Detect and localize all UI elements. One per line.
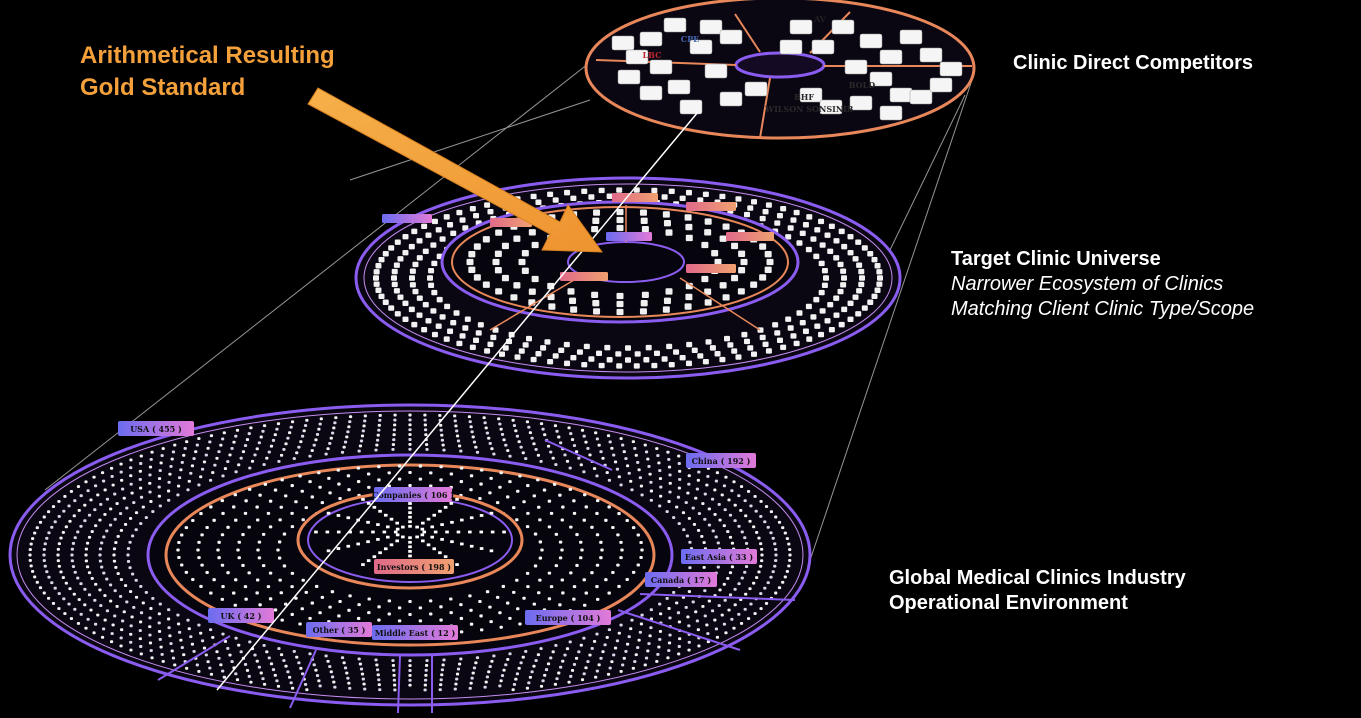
global-industry-diagram bbox=[8, 403, 812, 714]
global-outer-ring-dots bbox=[28, 413, 792, 692]
target-universe-diagram bbox=[354, 176, 902, 380]
region-tag-label: China ( 192 ) bbox=[692, 456, 751, 466]
gold-standard-line2: Gold Standard bbox=[80, 74, 246, 101]
perspective-lines bbox=[44, 59, 973, 591]
group-tag-label: Companies ( 106 ) bbox=[372, 490, 454, 500]
competitor-logo-label: AV bbox=[813, 14, 827, 24]
region-tag: Canada ( 17 ) bbox=[645, 572, 717, 587]
region-tag: UK ( 42 ) bbox=[208, 608, 274, 623]
region-tag-label: USA ( 455 ) bbox=[130, 424, 182, 434]
region-tag-label: UK ( 42 ) bbox=[221, 611, 262, 621]
region-tag: Europe ( 104 ) bbox=[525, 610, 611, 625]
global-industry-title-1: Global Medical Clinics Industry bbox=[889, 567, 1186, 589]
competitor-logo-label: CPE bbox=[681, 34, 699, 44]
direct-competitors-title: Clinic Direct Competitors bbox=[1013, 52, 1254, 74]
region-tag-label: Canada ( 17 ) bbox=[651, 575, 712, 585]
group-tag-label: Investors ( 198 ) bbox=[377, 562, 451, 572]
region-tag: USA ( 455 ) bbox=[118, 421, 194, 436]
segment-tag bbox=[382, 214, 432, 223]
gold-standard-line bbox=[216, 111, 699, 691]
region-tag-label: Other ( 35 ) bbox=[313, 625, 366, 635]
segment-tag bbox=[560, 272, 608, 281]
region-tag-label: Middle East ( 12 ) bbox=[375, 628, 456, 638]
region-tag: Middle East ( 12 ) bbox=[372, 625, 458, 640]
gold-standard-caption: Arithmetical Resulting Gold Standard bbox=[80, 40, 335, 104]
segment-tag bbox=[490, 218, 532, 227]
target-outer-ring-logos bbox=[373, 187, 883, 369]
segment-tag bbox=[686, 264, 736, 273]
region-tag-label: Europe ( 104 ) bbox=[536, 613, 601, 623]
target-universe-subtitle-2: Matching Client Clinic Type/Scope bbox=[951, 298, 1255, 320]
target-inner-ring-logos bbox=[466, 208, 774, 316]
competitor-logo-label: B bbox=[847, 104, 854, 114]
region-tag-label: East Asia ( 33 ) bbox=[685, 552, 753, 562]
group-tag: Companies ( 106 ) bbox=[372, 487, 454, 502]
competitor-logo-label: LBC bbox=[643, 50, 662, 60]
target-universe-subtitle-1: Narrower Ecosystem of Clinics bbox=[951, 273, 1224, 295]
segment-tag bbox=[686, 202, 736, 211]
competitor-logo-label: BHF bbox=[794, 92, 814, 102]
region-tag: Other ( 35 ) bbox=[306, 622, 372, 637]
region-tag: East Asia ( 33 ) bbox=[681, 549, 757, 564]
segment-tag bbox=[726, 232, 774, 241]
global-industry-title-2: Operational Environment bbox=[889, 592, 1128, 614]
region-tags: USA ( 455 ) China ( 192 ) East Asia ( 33 )… bbox=[118, 193, 774, 640]
target-universe-title: Target Clinic Universe bbox=[951, 248, 1161, 270]
competitor-logo-label: BOLD bbox=[849, 80, 876, 90]
segment-tag bbox=[612, 193, 658, 202]
gold-standard-line1: Arithmetical Resulting bbox=[80, 42, 335, 69]
global-industry-caption: Global Medical Clinics Industry Operatio… bbox=[889, 566, 1186, 616]
region-tag: China ( 192 ) bbox=[686, 453, 756, 468]
group-tag: Investors ( 198 ) bbox=[374, 559, 454, 574]
competitor-logo-label: WILSON SONSINI bbox=[764, 104, 847, 114]
target-universe-caption: Target Clinic Universe Narrower Ecosyste… bbox=[951, 247, 1254, 322]
segment-tag bbox=[606, 232, 652, 241]
gold-standard-arrow bbox=[307, 87, 604, 253]
